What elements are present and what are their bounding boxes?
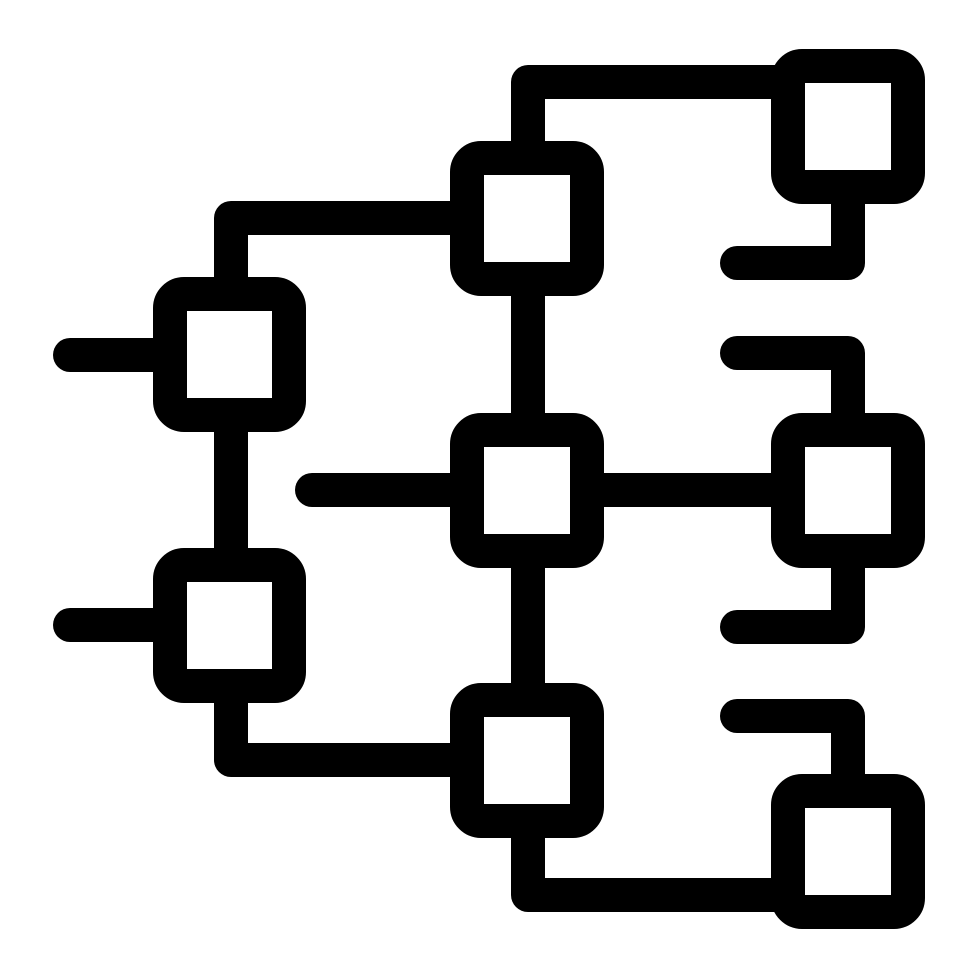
node-boxes [153, 49, 925, 929]
output-line-4 [720, 699, 865, 807]
connector-lines [53, 65, 865, 912]
left-column-link-bottom [214, 671, 484, 777]
output-line-3 [720, 533, 865, 644]
output-line-2 [720, 336, 865, 447]
middle-top-to-right-top [511, 65, 807, 177]
node-right-bottom [771, 774, 925, 929]
node-left-bottom [153, 548, 306, 703]
node-middle-top [450, 141, 604, 296]
left-column-link-top [214, 201, 484, 299]
node-left-top [153, 277, 306, 432]
node-middle-bottom [450, 683, 604, 838]
node-middle-center [450, 413, 604, 568]
output-line-1 [720, 173, 865, 280]
node-right-top [771, 49, 925, 204]
middle-bottom-to-right-bottom [511, 803, 807, 912]
node-right-center [771, 413, 925, 568]
